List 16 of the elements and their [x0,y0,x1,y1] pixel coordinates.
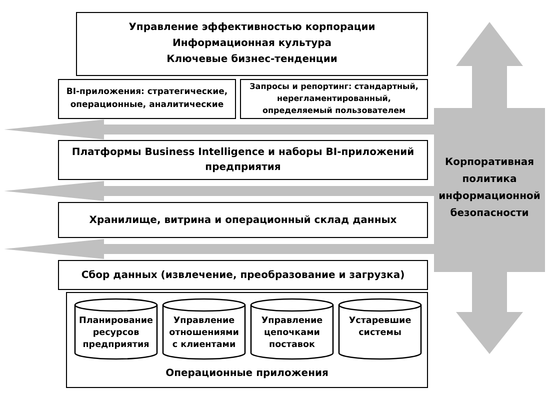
layer-box: Платформы Business Intelligence и наборы BI-приложений предприятия [58,140,428,180]
layer-box: Запросы и репортинг: стандартный, нерегламентированный, определяемый пользователем [240,79,428,119]
layer-box: Сбор данных (извлечение, преобразование и загрузка) [58,260,428,290]
database-cylinder: Устаревшие системы [338,298,422,360]
group-frame [66,292,428,388]
layer-box: BI-приложения: стратегические, операционные, аналитические [58,79,236,119]
arrow [4,120,434,140]
layer-box: Хранилище, витрина и операционный склад данных [58,202,428,238]
arrow [4,239,434,259]
double-arrow: Корпоративная политика информационной безопасности [434,22,545,354]
database-cylinder: Планирование ресурсов предприятия [74,298,158,360]
database-cylinder: Управление цепочками поставок [250,298,334,360]
layer-box: Управление эффективностью корпорации Информационная культура Ключевые бизнес-тенденции [76,12,428,76]
group-title: Операционные приложения [166,367,328,381]
database-cylinder: Управление отношениями с клиентами [162,298,246,360]
arrow [4,181,434,201]
